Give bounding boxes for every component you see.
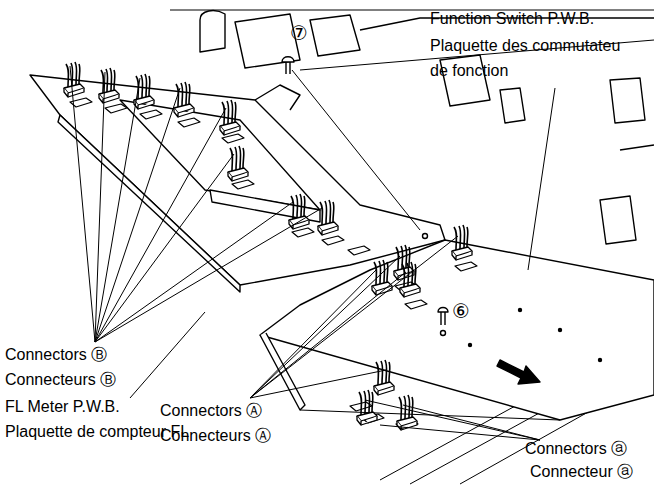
board-sockets: [70, 98, 477, 429]
label-anchor: FL Meter P.W.B.: [5, 398, 120, 416]
part-label: Connecteurs Ⓑ: [5, 371, 116, 389]
callout-number: ⑥: [452, 302, 470, 320]
part-label: Connectors Ⓐ: [160, 402, 262, 420]
part-label: Connectors Ⓑ: [5, 346, 107, 364]
label-anchor: ⑦: [290, 24, 308, 42]
label-anchor: Function Switch P.W.B.: [430, 10, 594, 28]
label-anchor: Connectors Ⓐ: [160, 402, 262, 420]
screws: [282, 57, 448, 336]
label-anchor: de fonction: [430, 62, 508, 80]
direction-arrow: [497, 360, 540, 384]
label-anchor: Plaquette des commutateu: [430, 37, 620, 55]
label-anchor: Connecteur ⓐ: [530, 463, 633, 481]
part-label: Connectors ⓐ: [525, 440, 627, 458]
label-anchor: Connecteurs Ⓑ: [5, 371, 116, 389]
label-anchor: Connecteurs Ⓐ: [160, 427, 271, 445]
label-anchor: Connectors Ⓑ: [5, 346, 107, 364]
label-anchor: Connectors ⓐ: [525, 440, 627, 458]
callout-number: ⑦: [290, 24, 308, 42]
part-label: Connecteurs Ⓐ: [160, 427, 271, 445]
part-label: Plaquette des commutateu: [430, 37, 620, 55]
part-label: Function Switch P.W.B.: [430, 10, 594, 28]
part-label: FL Meter P.W.B.: [5, 398, 120, 416]
leader-lines: [70, 66, 555, 440]
part-label: Connecteur ⓐ: [530, 463, 633, 481]
function-switch-board: [260, 240, 654, 420]
part-label: de fonction: [430, 62, 508, 80]
wire-connectors: [64, 62, 472, 430]
label-anchor: ⑥: [452, 302, 470, 320]
